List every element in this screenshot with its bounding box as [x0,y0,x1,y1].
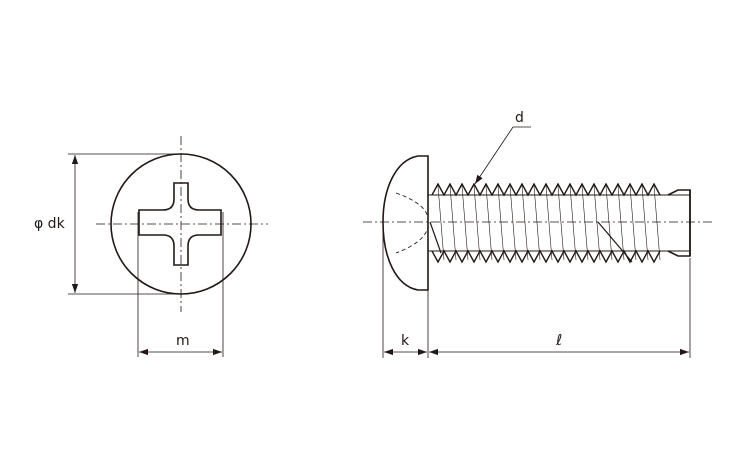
thread-helix-line [545,185,553,261]
side-view: d k ℓ [363,110,712,358]
thread-crest-top [431,182,661,197]
thread-crest-bottom [431,249,661,264]
thread-helix-line [593,185,601,261]
m-label: m [176,333,190,349]
thread-crests-bottom [431,249,661,264]
phillips-recess [138,182,222,266]
k-label: k [401,333,410,349]
d-label: d [515,110,524,126]
thread-crests-top [431,182,661,197]
thread-helix-line [569,185,577,261]
d-leader-line [474,126,531,185]
thread-helix-line [473,185,481,261]
thread-helix-line [557,185,565,261]
thread-helix-lines [437,185,661,261]
thread-helix-line [641,185,649,261]
l-label: ℓ [555,331,562,349]
truss-head [382,155,429,291]
dk-label: φ dk [34,216,66,232]
thread-helix-line [521,185,529,261]
thread-helix-line [437,185,445,261]
tapping-flute [597,221,633,263]
front-view: φ dk m [34,136,268,357]
thread-helix-line [629,185,637,261]
thread-helix-line [461,185,469,261]
screw-tip [667,189,691,257]
thread-helix-line [497,185,505,261]
thread-helix-line [485,185,493,261]
thread-helix-line [509,185,517,261]
thread-helix-line [653,185,661,261]
thread-helix-line [617,185,625,261]
thread-helix-line [533,185,541,261]
threaded-shank [428,182,691,264]
thread-helix-line [581,185,589,261]
thread-helix-line [605,185,613,261]
hidden-recess [395,192,429,254]
thread-helix-line [449,185,457,261]
